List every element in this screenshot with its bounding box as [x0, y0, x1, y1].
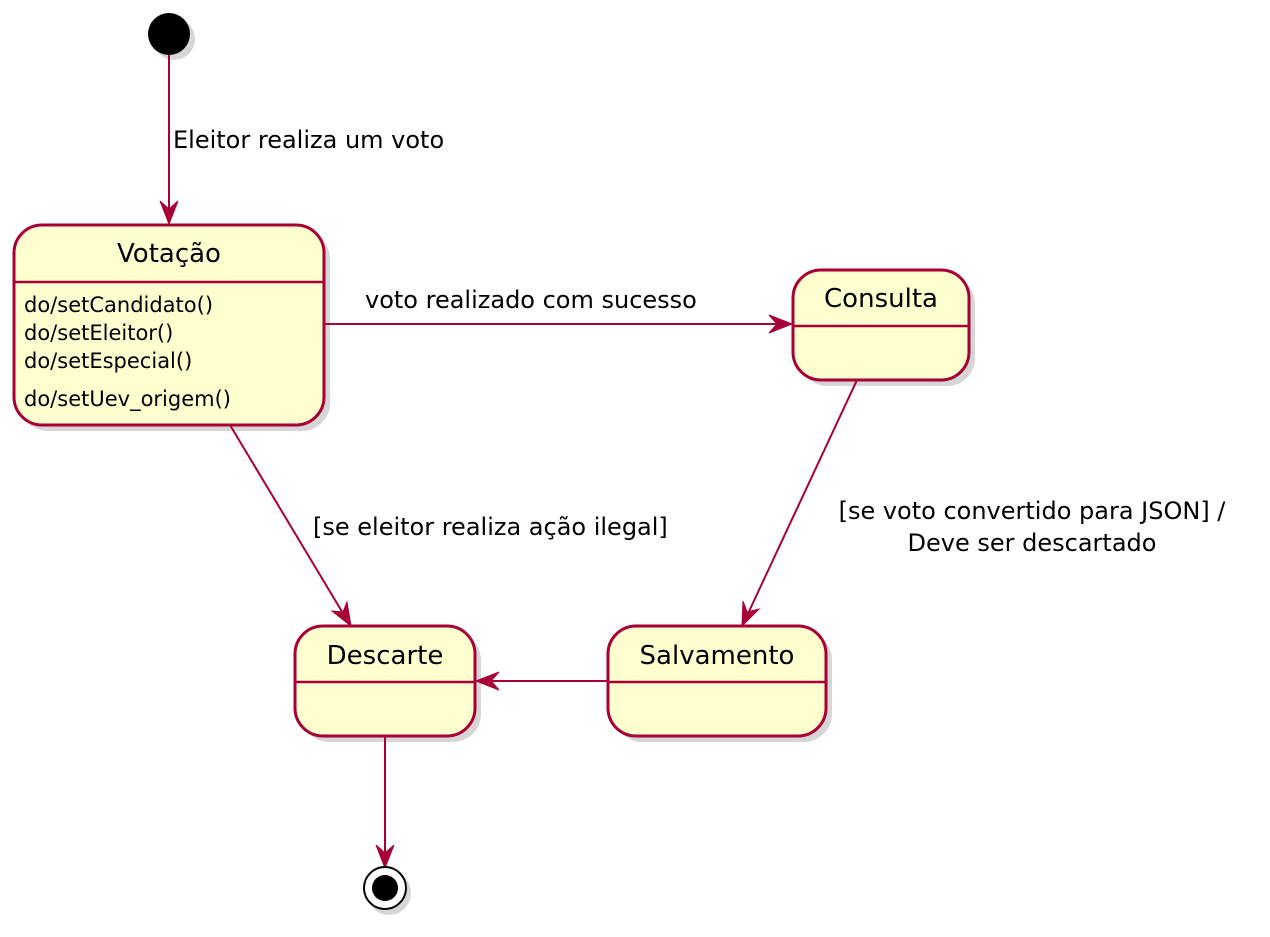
- state-action: do/setCandidato(): [24, 293, 213, 317]
- arrowhead-icon: [741, 600, 761, 628]
- transition-salvamento-to-descarte: [474, 671, 608, 691]
- transition-label-success: voto realizado com sucesso: [365, 286, 697, 314]
- transition-votacao-to-descarte: [se eleitor realiza ação ilegal]: [229, 424, 668, 628]
- state-action: do/setUev_origem(): [24, 387, 231, 412]
- transition-label-discard: Deve ser descartado: [908, 529, 1157, 557]
- transition-consulta-to-salvamento: [se voto convertido para JSON] / Deve se…: [741, 379, 1227, 628]
- arrowhead-icon: [159, 200, 179, 226]
- state-consulta: Consulta: [791, 268, 975, 386]
- transition-label-illegal: [se eleitor realiza ação ilegal]: [313, 513, 668, 541]
- state-action: do/setEleitor(): [24, 321, 173, 345]
- initial-state-node: [148, 13, 195, 60]
- state-title-consulta: Consulta: [824, 284, 938, 314]
- arrowhead-icon: [768, 314, 794, 334]
- state-salvamento: Salvamento: [606, 624, 832, 742]
- transition-label-json: [se voto convertido para JSON] /: [839, 497, 1227, 525]
- transition-descarte-to-end: [375, 736, 395, 870]
- transition-votacao-to-consulta: voto realizado com sucesso: [324, 286, 794, 334]
- transition-label-start: Eleitor realiza um voto: [173, 126, 444, 154]
- state-title-descarte: Descarte: [327, 641, 444, 671]
- state-descarte: Descarte: [293, 624, 481, 742]
- state-title-votacao: Votação: [117, 239, 221, 269]
- state-action: do/setEspecial(): [24, 349, 192, 373]
- transition-start-to-votacao: Eleitor realiza um voto: [159, 55, 444, 226]
- state-votacao: Votação do/setCandidato() do/setEleitor(…: [12, 223, 330, 431]
- arrowhead-icon: [474, 671, 500, 691]
- arrowhead-icon: [375, 844, 395, 870]
- final-state-node: [363, 866, 411, 915]
- arrowhead-icon: [330, 600, 352, 628]
- state-title-salvamento: Salvamento: [640, 641, 795, 671]
